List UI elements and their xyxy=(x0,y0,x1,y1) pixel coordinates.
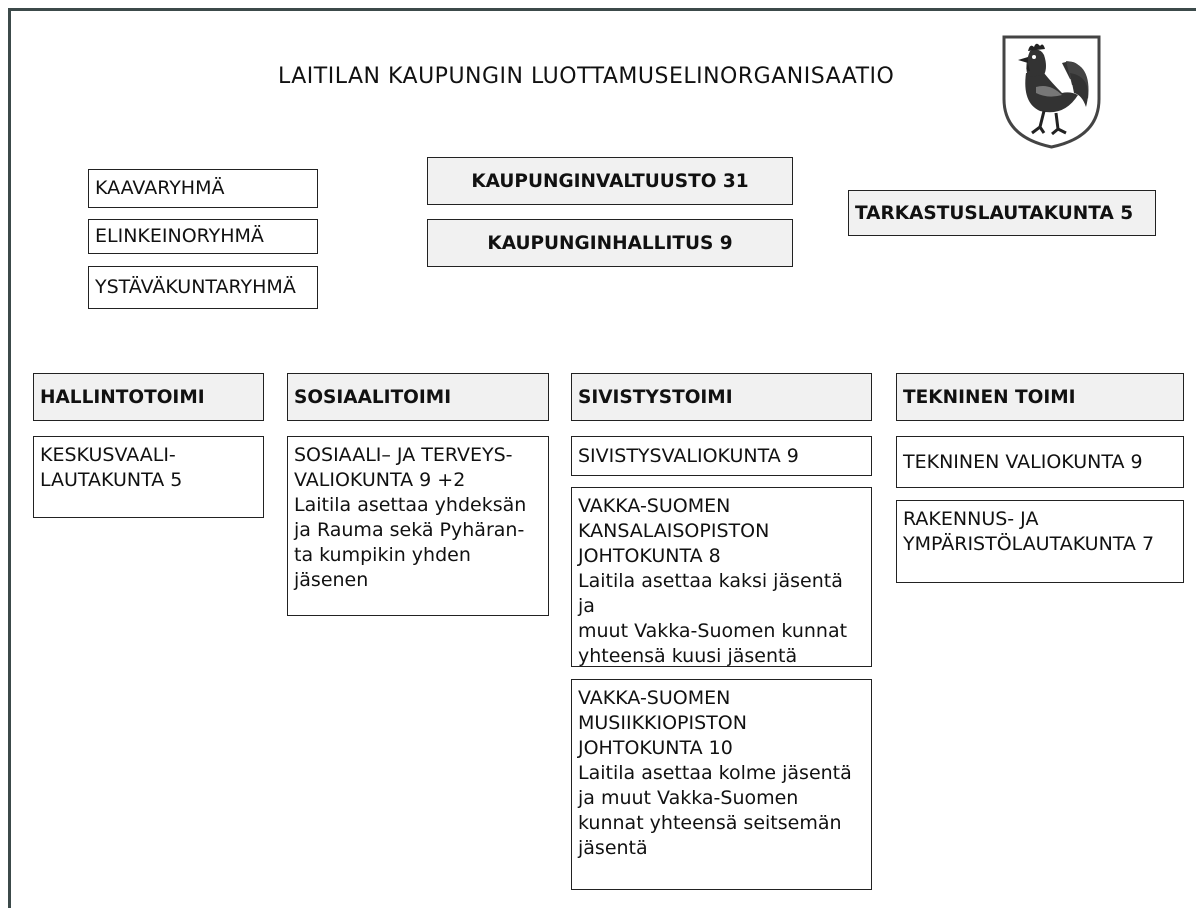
body-keskusvaalilautakunta: KESKUSVAALI- LAUTAKUNTA 5 xyxy=(33,436,264,518)
audit-committee-box: TARKASTUSLAUTAKUNTA 5 xyxy=(848,190,1156,236)
working-group-kaavaryhma: KAAVARYHMÄ xyxy=(88,169,318,208)
working-group-elinkeinoryhma: ELINKEINORYHMÄ xyxy=(88,219,318,254)
department-hallintotoimi: HALLINTOTOIMI xyxy=(33,373,264,421)
rooster-coat-of-arms-icon xyxy=(1002,35,1101,149)
working-group-ystavakuntaryhma: YSTÄVÄKUNTARYHMÄ xyxy=(88,266,318,309)
body-tekninen-valiokunta: TEKNINEN VALIOKUNTA 9 xyxy=(896,436,1184,488)
department-sosiaalitoimi: SOSIAALITOIMI xyxy=(287,373,549,421)
body-sosiaali-ja-terveysvaliokunta: SOSIAALI– JA TERVEYS- VALIOKUNTA 9 +2 La… xyxy=(287,436,549,616)
department-tekninen-toimi: TEKNINEN TOIMI xyxy=(896,373,1184,421)
body-sivistysvaliokunta: SIVISTYSVALIOKUNTA 9 xyxy=(571,436,872,476)
body-musiikkiopiston-johtokunta: VAKKA-SUOMEN MUSIIKKIOPISTON JOHTOKUNTA … xyxy=(571,679,872,890)
body-rakennus-ja-ymparistolautakunta: RAKENNUS- JA YMPÄRISTÖLAUTAKUNTA 7 xyxy=(896,500,1184,583)
page-frame xyxy=(8,8,1196,908)
department-sivistystoimi: SIVISTYSTOIMI xyxy=(571,373,872,421)
body-kansalaisopiston-johtokunta: VAKKA-SUOMEN KANSALAISOPISTON JOHTOKUNTA… xyxy=(571,487,872,667)
city-council-box: KAUPUNGINVALTUUSTO 31 xyxy=(427,157,793,205)
city-board-box: KAUPUNGINHALLITUS 9 xyxy=(427,219,793,267)
chart-title: LAITILAN KAUPUNGIN LUOTTAMUSELINORGANISA… xyxy=(278,64,895,89)
